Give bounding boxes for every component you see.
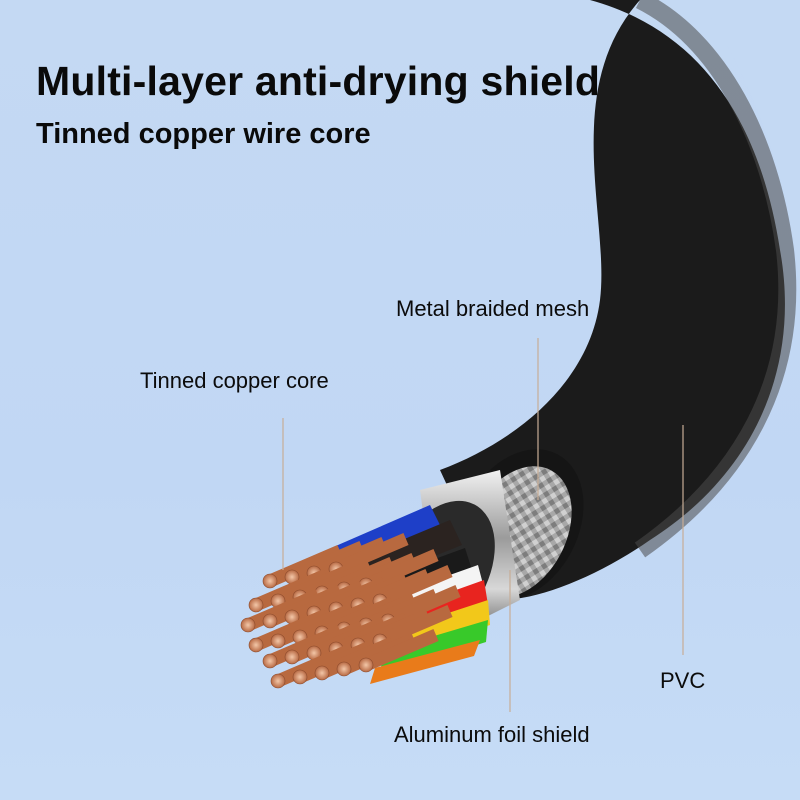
callout-aluminum-foil-shield: Aluminum foil shield: [394, 722, 590, 747]
copper-strand-end: [240, 617, 256, 633]
copper-strand-end: [314, 665, 330, 681]
copper-strand-end: [262, 573, 278, 589]
copper-strand-end: [336, 661, 352, 677]
copper-strand-end: [270, 673, 286, 689]
callout-tinned-copper-core: Tinned copper core: [140, 368, 329, 393]
callout-metal-braided-mesh: Metal braided mesh: [396, 296, 590, 321]
copper-strand: [377, 565, 453, 607]
copper-strand-end: [358, 657, 374, 673]
headline-title: Multi-layer anti-drying shield: [36, 58, 601, 104]
headline-subtitle: Tinned copper wire core: [36, 118, 371, 150]
copper-strand-end: [248, 637, 264, 653]
copper-strand-end: [248, 597, 264, 613]
copper-strand: [377, 605, 453, 647]
copper-strand-end: [262, 613, 278, 629]
copper-strand: [363, 629, 439, 671]
pvc-jacket: [440, 0, 800, 600]
callout-pvc: PVC: [660, 668, 706, 693]
copper-strand-end: [270, 633, 286, 649]
copper-strand: [333, 533, 409, 575]
copper-strands: [240, 533, 461, 689]
copper-strand-end: [284, 649, 300, 665]
copper-strand-end: [262, 653, 278, 669]
copper-strand-end: [292, 669, 308, 685]
